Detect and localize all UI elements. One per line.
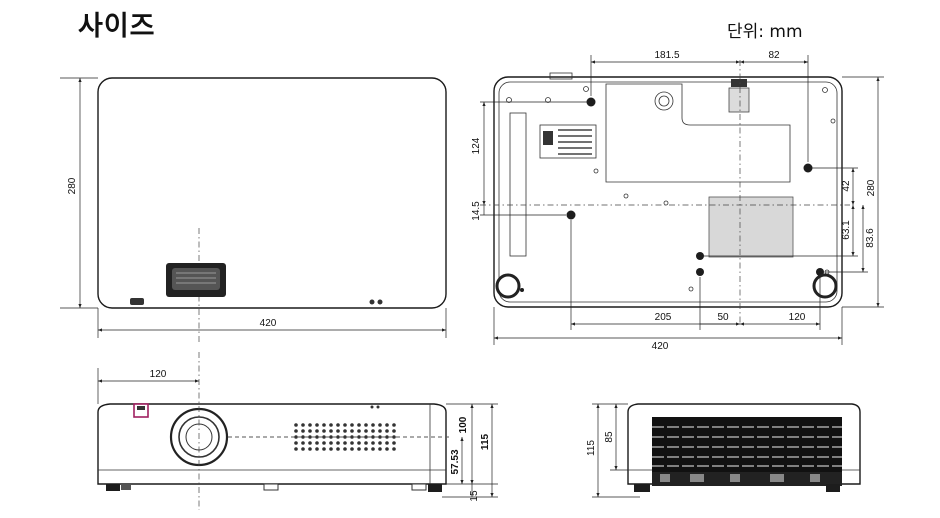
rating-label	[539, 124, 597, 159]
bottom-foot-right	[812, 273, 838, 299]
dim-82: 82	[768, 50, 780, 61]
front-dim-100: 100	[458, 416, 469, 433]
top-view-foot	[130, 298, 144, 305]
unit-label: 단위: mm	[727, 22, 803, 42]
side-grill	[652, 417, 842, 472]
side-dim-85: 85	[604, 431, 615, 443]
bottom-view: 181.5 82 124 14.5 42 63.1 83.6 280 205 5…	[471, 50, 884, 352]
dim-83-6: 83.6	[865, 228, 876, 248]
top-view-body	[97, 77, 447, 309]
side-dim-115: 115	[586, 440, 597, 456]
page-title: 사이즈	[78, 11, 156, 42]
bottom-view-body	[493, 76, 843, 308]
bottom-grill	[708, 196, 794, 258]
front-vent	[294, 423, 396, 451]
bottom-foot-left	[495, 273, 521, 299]
side-view: 115 85	[586, 403, 861, 498]
dim-63-1: 63.1	[841, 220, 852, 240]
front-dim-15: 15	[469, 490, 480, 502]
lamp-cover	[605, 83, 791, 183]
side-view-body	[627, 403, 861, 485]
bottom-screw-hole	[586, 97, 596, 107]
front-view: 120 100 115 57.53 15	[97, 352, 498, 510]
dim-42: 42	[841, 180, 852, 192]
top-view-depth-label: 280	[67, 177, 78, 194]
dim-120: 120	[789, 312, 806, 323]
top-view-width-label: 420	[260, 318, 277, 329]
dim-181-5: 181.5	[654, 50, 679, 61]
dim-205: 205	[655, 312, 672, 323]
dim-420: 420	[652, 341, 669, 352]
dim-124: 124	[471, 137, 482, 154]
dim-280: 280	[866, 179, 877, 196]
front-dim-115: 115	[480, 433, 491, 450]
front-dim-120: 120	[150, 369, 167, 380]
top-view: 280 420	[60, 77, 447, 345]
dim-14-5: 14.5	[471, 201, 482, 221]
dim-50: 50	[717, 312, 729, 323]
top-view-lens-window	[166, 263, 226, 297]
front-dim-57-53: 57.53	[450, 449, 461, 474]
front-view-body	[97, 403, 447, 485]
